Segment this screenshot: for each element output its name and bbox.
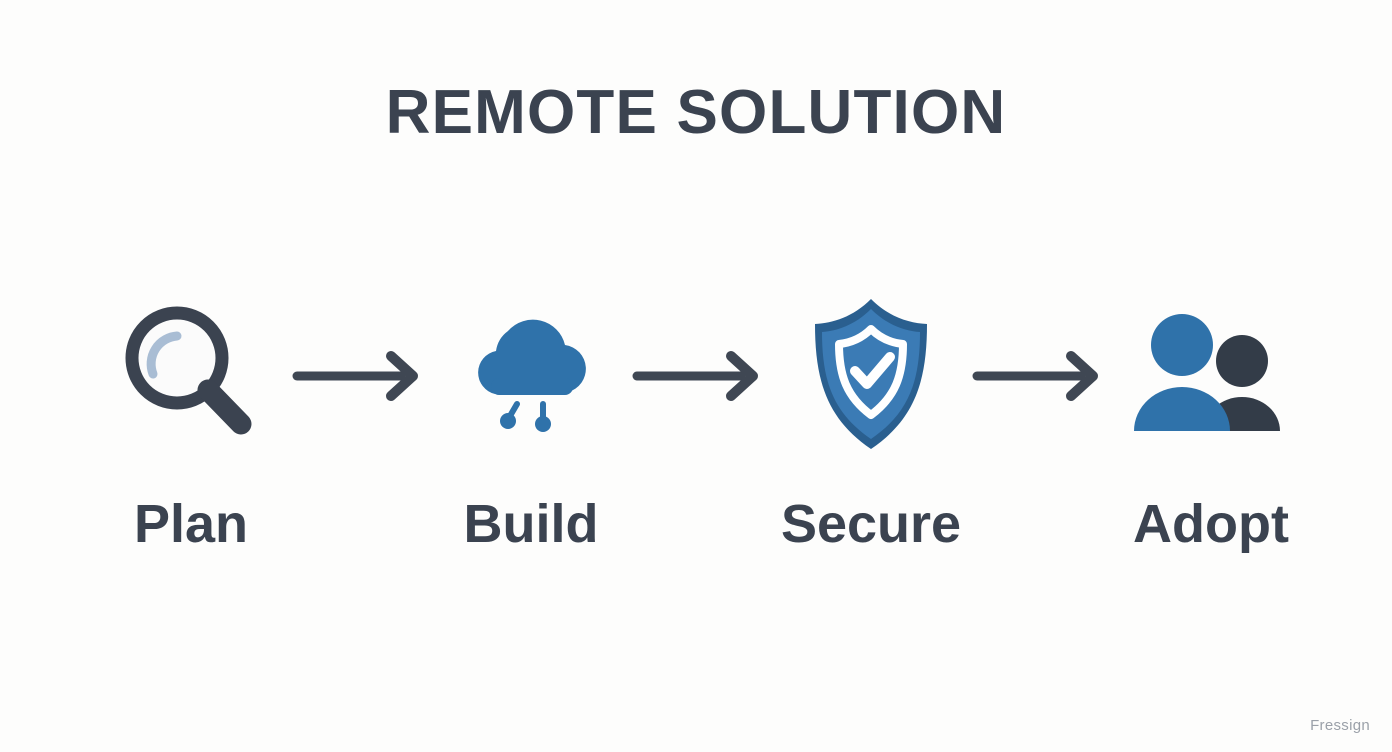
users-icon: [1126, 291, 1296, 461]
step-label-secure: Secure: [780, 494, 962, 554]
process-step-secure[interactable]: [776, 286, 966, 466]
shield-check-icon: [786, 291, 956, 461]
step-label-plan: Plan: [133, 494, 249, 554]
arrow-right-icon-3: [966, 346, 1116, 406]
magnifier-icon: [106, 291, 276, 461]
process-labels-row: Plan Build Secure Adopt: [96, 484, 1296, 564]
step-label-adopt: Adopt: [1133, 494, 1289, 554]
process-step-adopt[interactable]: [1116, 286, 1306, 466]
arrow-right-icon-2: [626, 346, 776, 406]
process-step-build[interactable]: [436, 286, 626, 466]
process-step-plan[interactable]: [96, 286, 286, 466]
watermark: Fressign: [1310, 717, 1370, 734]
page-title: REMOTE SOLUTION: [385, 78, 1007, 147]
arrow-right-icon-1: [286, 346, 436, 406]
process-flow-row: [96, 286, 1296, 466]
cloud-icon: [446, 291, 616, 461]
step-label-build: Build: [463, 494, 599, 554]
